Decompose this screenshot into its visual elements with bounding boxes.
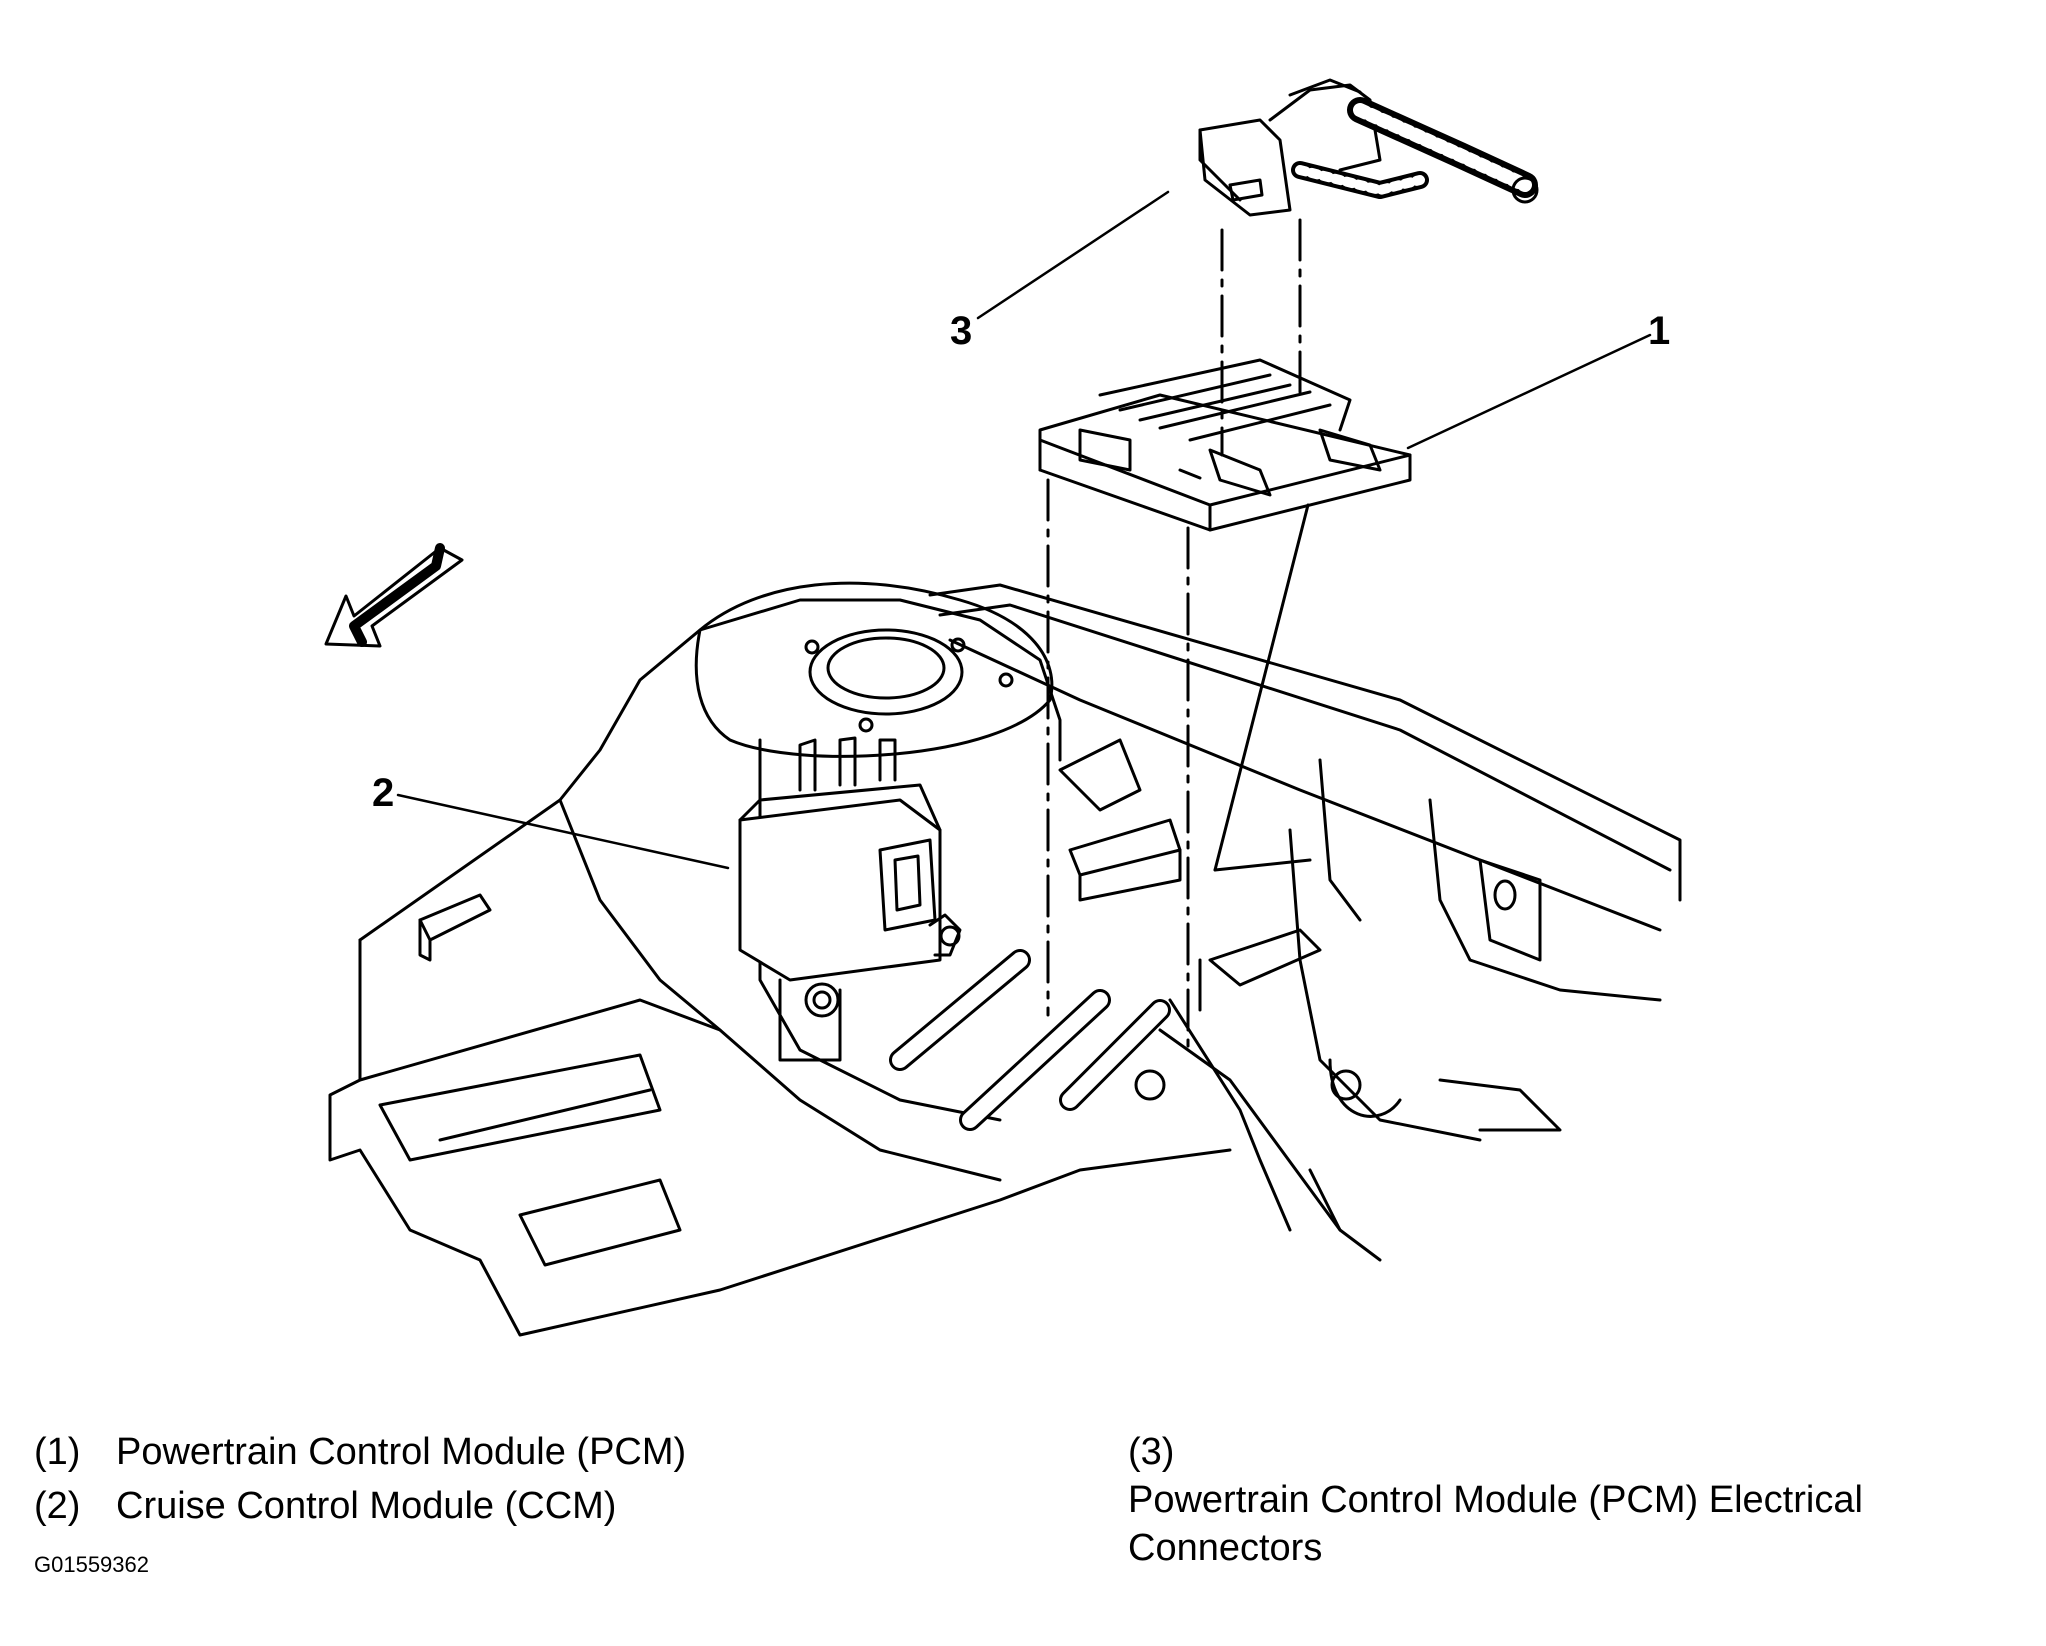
powertrain-control-module [1038, 358, 1412, 532]
legend-text: Powertrain Control Module (PCM) [116, 1431, 687, 1473]
leader-line-2 [396, 793, 730, 870]
legend-item-3: (3) Powertrain Control Module (PCM) Elect… [1128, 1428, 2046, 1572]
legend-number: (2) [34, 1485, 81, 1527]
legend-text: Cruise Control Module (CCM) [116, 1485, 617, 1527]
leader-line-1 [1406, 333, 1652, 450]
cruise-control-module [738, 736, 962, 982]
callout-label-3: 3 [950, 309, 972, 353]
pcm-electrical-connectors [1198, 78, 1539, 217]
component-location-diagram: 1 2 3 [324, 78, 1682, 1337]
legend-number: (1) [34, 1431, 81, 1473]
vehicle-body-structure [328, 581, 1682, 1337]
pcm-projection-lines [1213, 503, 1312, 872]
callout-label-2: 2 [372, 771, 394, 815]
alignment-lines [1046, 218, 1302, 1052]
figure-id: G01559362 [34, 1552, 149, 1577]
forward-direction-arrow-icon [324, 543, 464, 648]
callout-label-1: 1 [1648, 309, 1670, 353]
leader-line-3 [976, 190, 1170, 320]
legend-number: (3) [1128, 1431, 1175, 1473]
legend-item-2: (2) Cruise Control Module (CCM) [34, 1482, 616, 1530]
legend-item-1: (1) Powertrain Control Module (PCM) [34, 1428, 686, 1476]
legend-text: Powertrain Control Module (PCM) Electric… [1128, 1479, 1863, 1569]
